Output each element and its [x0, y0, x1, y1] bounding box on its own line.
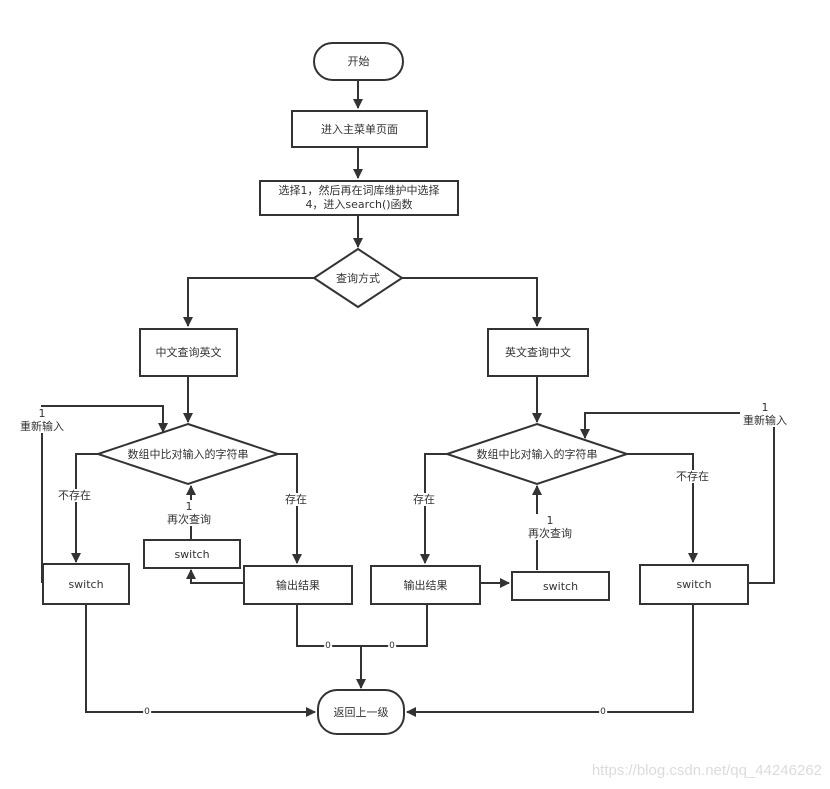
left-output-label: 输出结果 — [276, 578, 320, 592]
left-reinput-num: 1 — [38, 407, 46, 420]
right-reinput-label: 1 重新输入 — [740, 401, 790, 427]
left-again-num: 1 — [185, 500, 193, 513]
watermark: https://blog.csdn.net/qq_44246262 — [591, 762, 822, 779]
cn-to-en-label: 中文查询英文 — [155, 346, 222, 359]
left-switch-again-node: switch — [143, 539, 241, 569]
return-node: 返回上一级 — [317, 689, 405, 735]
right-exist-label: 存在 — [413, 493, 435, 506]
right-reinput-text: 重新输入 — [743, 414, 787, 427]
return-label: 返回上一级 — [333, 705, 389, 719]
right-switch-again-label: switch — [542, 579, 579, 593]
select-search-node: 选择1，然后再在词库维护中选择 4，进入search()函数 — [259, 180, 459, 216]
zero-label-a: 0 — [324, 641, 332, 651]
compare-left-diamond — [94, 422, 282, 486]
main-menu-node: 进入主菜单页面 — [291, 110, 428, 148]
compare-right-label: 数组中比对输入的字符串 — [476, 448, 598, 461]
left-notexist-label: 不存在 — [58, 489, 91, 502]
right-notexist-label: 不存在 — [676, 470, 709, 483]
query-mode-label: 查询方式 — [336, 272, 380, 285]
start-node: 开始 — [313, 42, 404, 81]
zero-label-d: 0 — [599, 707, 607, 717]
left-again-text: 再次查询 — [167, 513, 211, 526]
main-menu-label: 进入主菜单页面 — [321, 122, 398, 136]
zero-label-c: 0 — [143, 707, 151, 717]
right-switch-again-node: switch — [511, 571, 610, 601]
compare-left-label: 数组中比对输入的字符串 — [127, 448, 249, 461]
right-output-label: 输出结果 — [403, 578, 448, 592]
left-exist-label: 存在 — [285, 493, 307, 506]
right-again-text: 再次查询 — [528, 527, 572, 540]
left-output-node: 输出结果 — [243, 565, 353, 605]
right-switch-notfound-node: switch — [639, 564, 749, 605]
left-again-label: 1 再次查询 — [163, 500, 215, 526]
left-reinput-label: 1 重新输入 — [18, 407, 66, 433]
select-search-line2: 4，进入search()函数 — [305, 198, 413, 211]
compare-right-diamond — [443, 422, 631, 486]
left-reinput-text: 重新输入 — [20, 420, 64, 433]
right-again-num: 1 — [546, 514, 554, 527]
zero-label-b: 0 — [388, 641, 396, 651]
query-mode-diamond — [312, 247, 404, 309]
left-switch-notfound-node: switch — [42, 563, 130, 605]
en-to-cn-node: 英文查询中文 — [487, 328, 589, 377]
left-switch-notfound-label: switch — [68, 577, 104, 591]
select-search-line1: 选择1，然后再在词库维护中选择 — [278, 184, 440, 197]
right-switch-notfound-label: switch — [676, 578, 712, 591]
right-output-node: 输出结果 — [370, 565, 481, 605]
en-to-cn-label: 英文查询中文 — [505, 346, 571, 359]
left-switch-again-label: switch — [174, 547, 210, 561]
cn-to-en-node: 中文查询英文 — [139, 328, 238, 377]
right-reinput-num: 1 — [761, 401, 769, 414]
start-label: 开始 — [347, 55, 370, 68]
right-again-label: 1 再次查询 — [524, 514, 576, 540]
